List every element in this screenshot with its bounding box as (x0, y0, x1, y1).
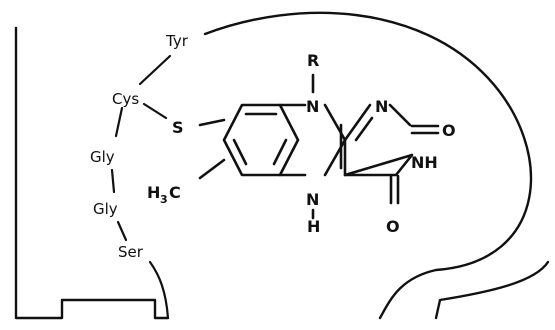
ring-a-double-2 (272, 138, 288, 166)
ring-c (343, 103, 414, 177)
ring-a-double-3 (232, 138, 248, 166)
atom-h3c-c: C (169, 183, 181, 202)
residue-gly-2: Gly (93, 200, 118, 218)
link-ser-outline (148, 260, 170, 320)
bond-ring-s (198, 118, 226, 127)
ring-c-double (354, 116, 374, 142)
atom-s: S (172, 118, 184, 137)
atom-o2: O (442, 121, 456, 140)
link-gly-ser (116, 220, 128, 242)
atom-h5: H (307, 217, 320, 236)
residue-tyr: Tyr (165, 32, 189, 50)
residue-gly-1: Gly (90, 148, 115, 166)
link-tyr-cys (138, 54, 172, 86)
atom-n10: N (306, 97, 319, 116)
link-gly-gly (110, 168, 116, 194)
atom-n1: N (375, 97, 388, 116)
atom-n5: N (306, 190, 319, 209)
atom-r: R (307, 51, 319, 70)
protein-outline-arc (203, 11, 532, 320)
link-cys-s (142, 102, 168, 120)
atom-nh3: NH (411, 153, 438, 172)
link-cys-gly (114, 106, 124, 138)
residue-cys: Cys (112, 90, 139, 108)
protein-outline-right (434, 260, 550, 320)
atom-h3c-sub: 3 (160, 193, 168, 206)
bond-ring-ch3 (198, 158, 226, 180)
protein-outline-left (14, 26, 170, 320)
atom-h3c-h: H (147, 183, 160, 202)
residue-ser: Ser (118, 243, 144, 261)
atom-o4: O (386, 217, 400, 236)
